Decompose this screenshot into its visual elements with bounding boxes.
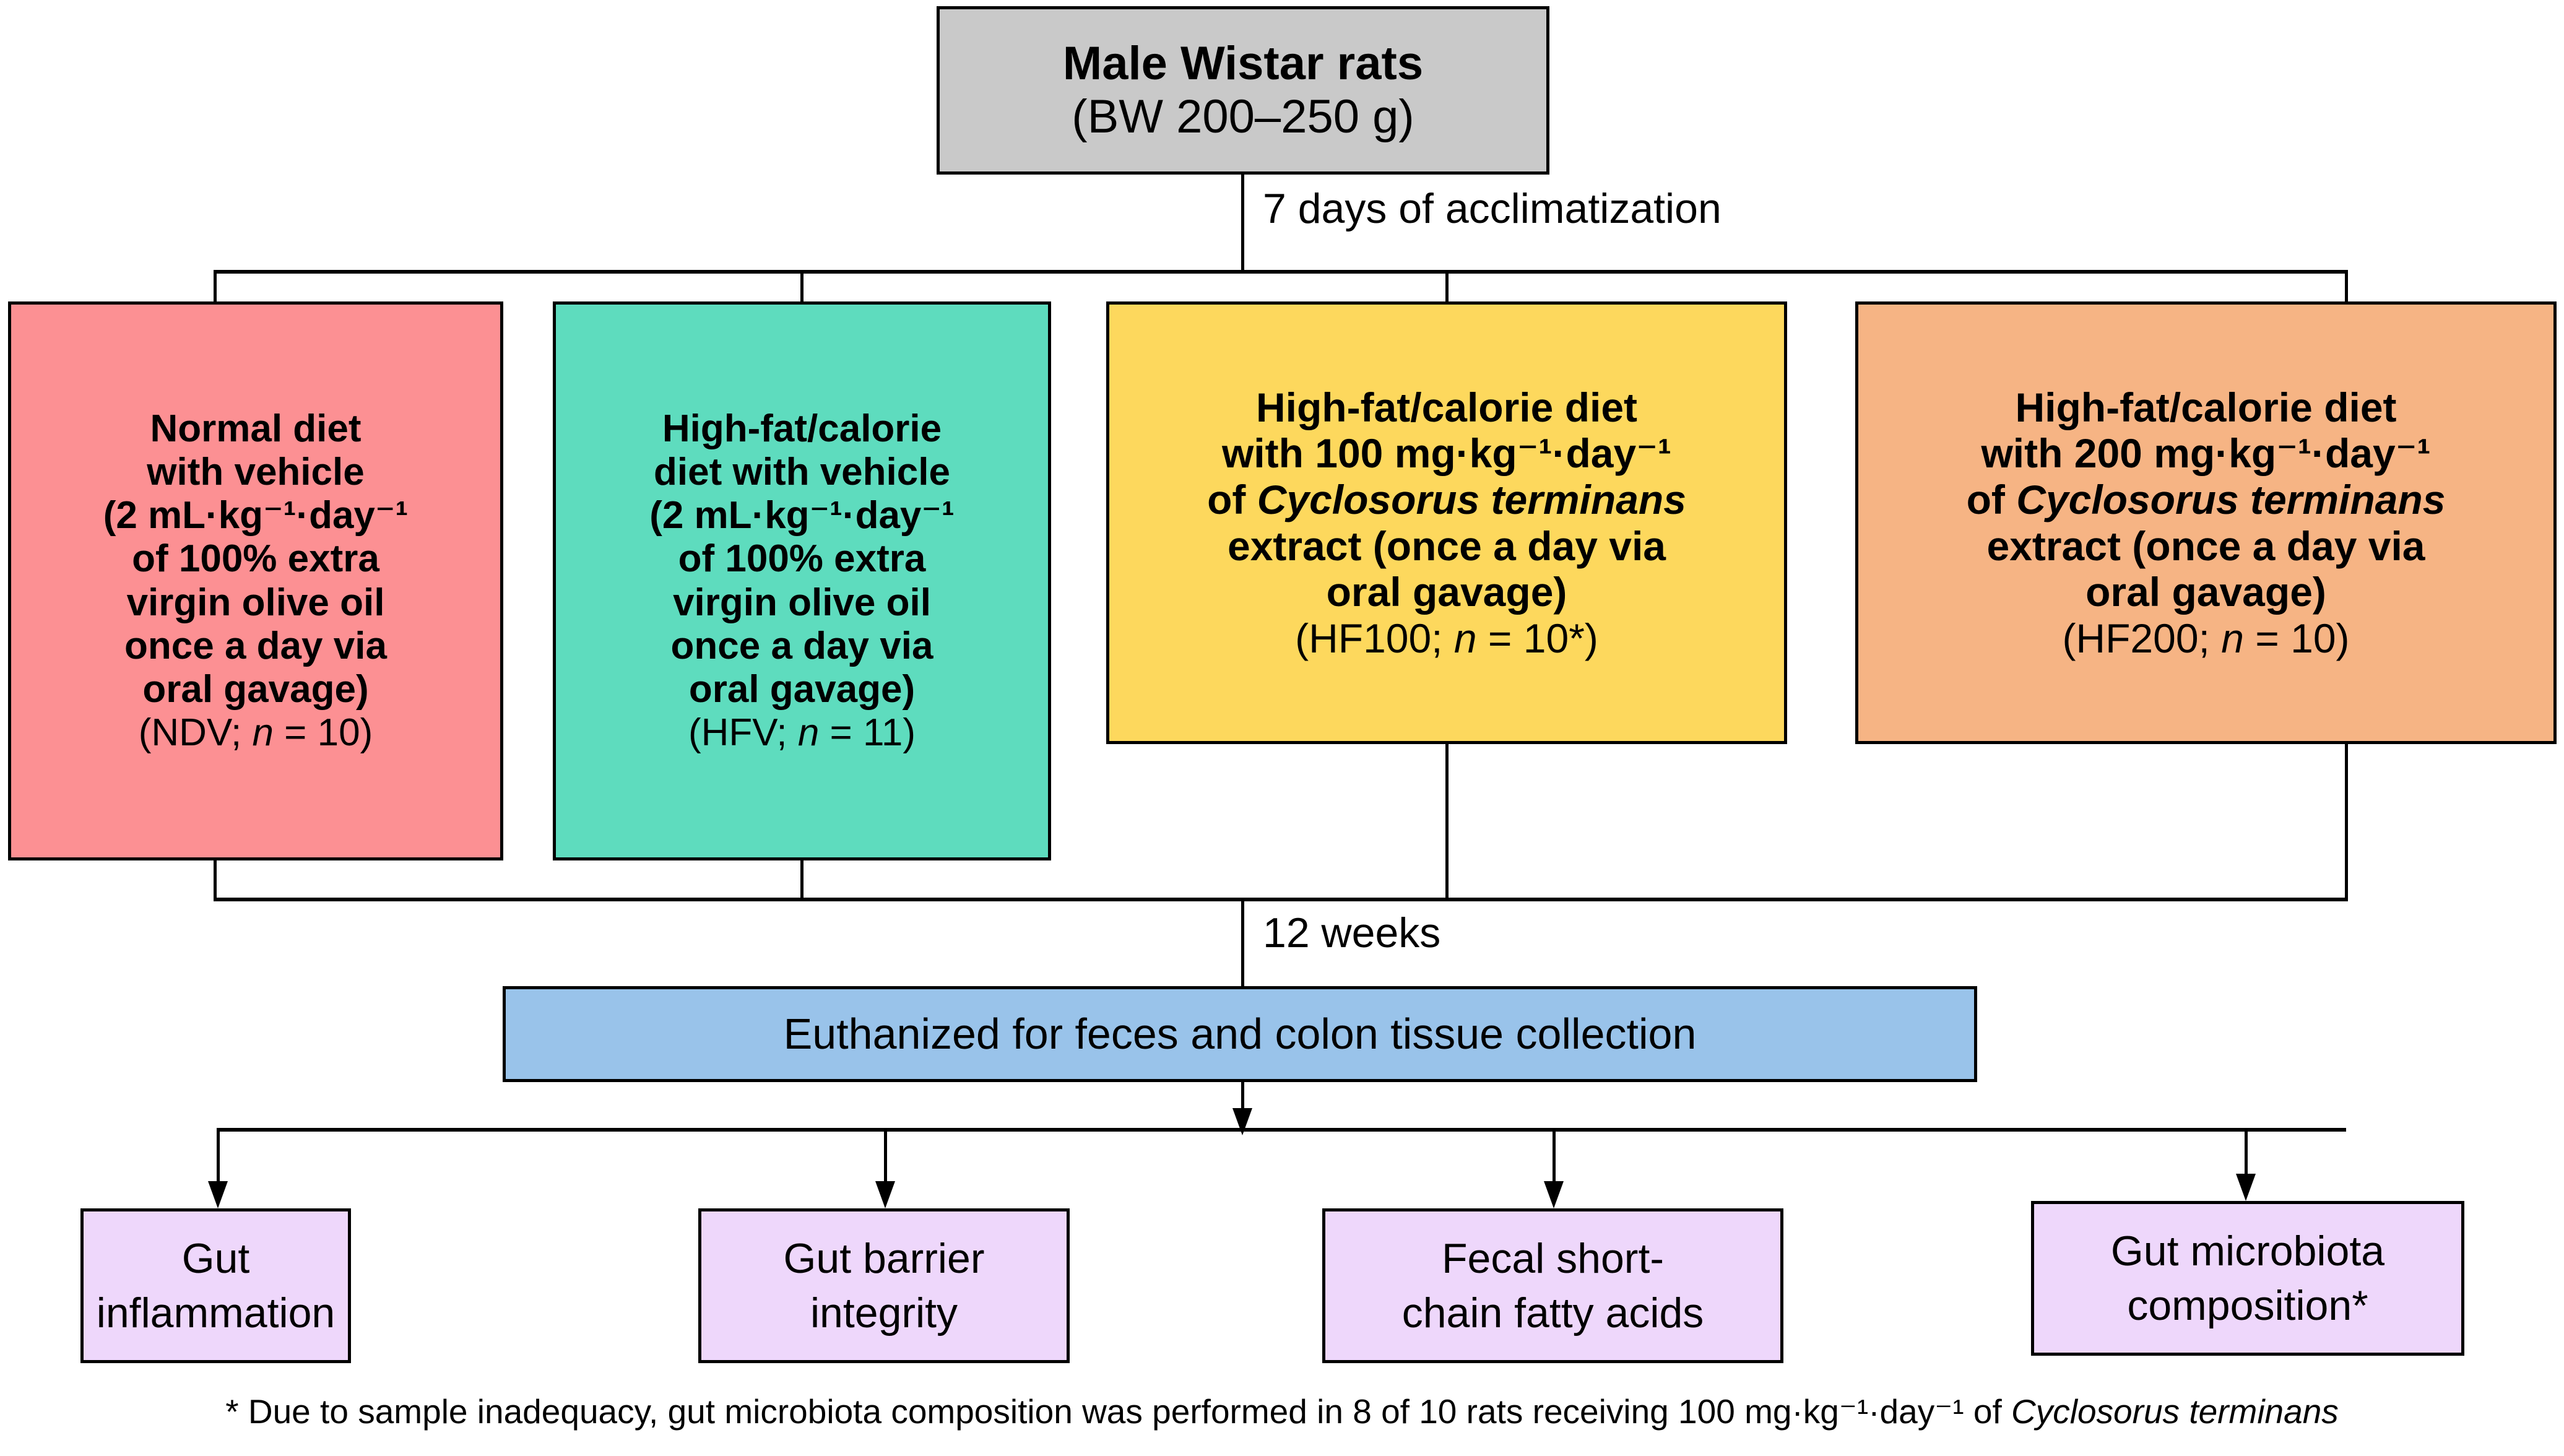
- node-male-wistar-rats: Male Wistar rats (BW 200–250 g): [937, 6, 1549, 175]
- arm-hf100-line-3: extract (once a day via: [1227, 522, 1666, 569]
- arm-hfv-line-0: High-fat/calorie: [662, 407, 942, 451]
- arm-ndv-line-0: Normal diet: [150, 407, 362, 451]
- arm-hfv-line-5: once a day via: [670, 624, 933, 667]
- connector-drop-arm-4: [2345, 270, 2348, 305]
- node-outcome-gut-microbiota-composition: Gut microbiota composition*: [2031, 1201, 2464, 1356]
- node-arm-hf100: High-fat/calorie diet with 100 mg·kg⁻¹·d…: [1106, 301, 1787, 744]
- arm-ndv-line-5: once a day via: [124, 624, 387, 667]
- arm-hf200-line-0: High-fat/calorie diet: [2015, 384, 2397, 430]
- connector-drop-arm-2: [800, 270, 803, 305]
- outcome-1-line1: Gut: [181, 1234, 250, 1282]
- outcome-3-line2: chain fatty acids: [1401, 1289, 1704, 1337]
- outcome-4-line2: composition*: [2127, 1282, 2368, 1329]
- arm-hf100-group: (HF100; n = 10*): [1295, 615, 1598, 661]
- edge-label-duration: 12 weeks: [1263, 909, 1441, 956]
- footnote: * Due to sample inadequacy, gut microbio…: [0, 1392, 2564, 1431]
- outcome-3-line1: Fecal short-: [1442, 1234, 1664, 1282]
- connector-merge-stem: [1241, 898, 1244, 989]
- connector-rise-arm-4: [2345, 743, 2348, 900]
- arrowhead-outcome-3: [1544, 1181, 1564, 1208]
- connector-drop-outcome-4: [2245, 1128, 2248, 1177]
- node-outcome-gut-inflammation: Gut inflammation: [80, 1208, 351, 1363]
- connector-rise-arm-3: [1445, 743, 1449, 900]
- arm-hf100-line-2: of Cyclosorus terminans: [1207, 476, 1686, 522]
- arrowhead-outcome-4: [2236, 1174, 2256, 1201]
- arm-ndv-line-4: virgin olive oil: [126, 581, 385, 624]
- arm-ndv-line-3: of 100% extra: [132, 537, 379, 581]
- connector-drop-outcome-3: [1553, 1128, 1556, 1185]
- footnote-species: Cyclosorus terminans: [2011, 1392, 2339, 1431]
- arm-hf200-group: (HF200; n = 10): [2062, 615, 2350, 661]
- connector-rise-arm-1: [214, 859, 217, 900]
- arm-hfv-line-3: of 100% extra: [678, 537, 926, 581]
- connector-drop-outcome-2: [884, 1128, 887, 1185]
- arm-hf200-line-3: extract (once a day via: [1986, 522, 2425, 569]
- arm-ndv-line-1: with vehicle: [147, 451, 365, 494]
- arm-hfv-group: (HFV; n = 11): [688, 711, 916, 754]
- connector-split-bar-outcomes: [217, 1128, 2346, 1132]
- arm-hf100-line-0: High-fat/calorie diet: [1255, 384, 1638, 430]
- connector-drop-outcome-1: [217, 1128, 220, 1185]
- top-box-line1: Male Wistar rats: [1062, 37, 1424, 90]
- node-arm-hf200: High-fat/calorie diet with 200 mg·kg⁻¹·d…: [1855, 301, 2557, 744]
- arm-hf100-line-4: oral gavage): [1326, 569, 1567, 615]
- outcome-1-line2: inflammation: [96, 1289, 336, 1337]
- node-outcome-fecal-scfa: Fecal short- chain fatty acids: [1322, 1208, 1783, 1363]
- node-arm-hfv: High-fat/calorie diet with vehicle (2 mL…: [553, 301, 1051, 860]
- footnote-text: * Due to sample inadequacy, gut microbio…: [225, 1392, 2012, 1431]
- arrowhead-outcome-2: [875, 1181, 895, 1208]
- top-box-line2: (BW 200–250 g): [1072, 90, 1414, 143]
- arm-hf200-line-1: with 200 mg·kg⁻¹·day⁻¹: [1981, 430, 2431, 477]
- species-name-hf100: Cyclosorus terminans: [1257, 476, 1686, 522]
- arm-hf100-line-1: with 100 mg·kg⁻¹·day⁻¹: [1221, 430, 1672, 477]
- arm-hf200-line-2: of Cyclosorus terminans: [1966, 476, 2446, 522]
- arm-ndv-group: (NDV; n = 10): [138, 711, 373, 754]
- arm-ndv-line-2: (2 mL·kg⁻¹·day⁻¹: [103, 494, 409, 537]
- node-outcome-gut-barrier-integrity: Gut barrier integrity: [698, 1208, 1070, 1363]
- node-euthanized: Euthanized for feces and colon tissue co…: [503, 986, 1977, 1082]
- node-arm-ndv: Normal diet with vehicle (2 mL·kg⁻¹·day⁻…: [8, 301, 503, 860]
- euthanized-label: Euthanized for feces and colon tissue co…: [783, 1009, 1697, 1058]
- outcome-2-line1: Gut barrier: [783, 1234, 985, 1282]
- arrowhead-outcome-1: [208, 1181, 228, 1208]
- arm-hfv-line-4: virgin olive oil: [673, 581, 931, 624]
- connector-euth-stem: [1241, 1082, 1244, 1119]
- arm-ndv-line-6: oral gavage): [142, 667, 369, 711]
- connector-top-stem: [1241, 175, 1244, 272]
- connector-rise-arm-2: [800, 859, 803, 900]
- arm-hf200-line-4: oral gavage): [2085, 569, 2326, 615]
- arm-hfv-line-2: (2 mL·kg⁻¹·day⁻¹: [649, 494, 955, 537]
- edge-label-acclimatization: 7 days of acclimatization: [1263, 185, 1722, 232]
- connector-split-bar-top: [214, 270, 2348, 274]
- connector-drop-arm-1: [214, 270, 217, 305]
- arm-hfv-line-6: oral gavage): [688, 667, 916, 711]
- connector-merge-bar: [214, 898, 2348, 901]
- arm-hfv-line-1: diet with vehicle: [654, 451, 950, 494]
- outcome-4-line1: Gut microbiota: [2110, 1227, 2385, 1275]
- outcome-2-line2: integrity: [810, 1289, 958, 1337]
- connector-drop-arm-3: [1445, 270, 1449, 305]
- species-name-hf200: Cyclosorus terminans: [2016, 476, 2446, 522]
